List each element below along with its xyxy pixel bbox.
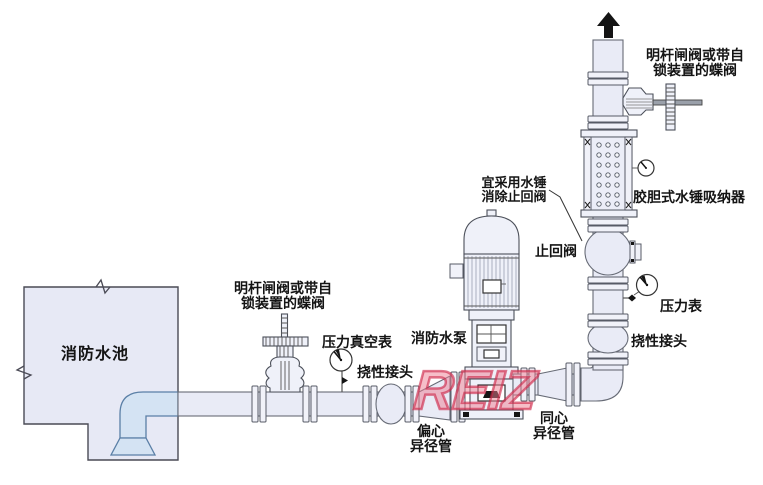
label-concentric-reducer: 同心 异径管 — [533, 410, 575, 441]
flange — [520, 367, 536, 402]
flange — [587, 276, 629, 291]
label-fire-pump: 消防水泵 — [411, 330, 467, 346]
valve-handwheel — [665, 83, 676, 131]
absorber-gauge-icon — [632, 159, 655, 177]
valve-bonnet — [622, 87, 654, 116]
motor-terminal-box — [449, 263, 464, 279]
fire-water-tank — [15, 278, 179, 461]
water-hammer-absorber — [580, 129, 655, 218]
label-absorber: 胶胆式水锤吸纳器 — [633, 189, 745, 205]
flow-arrow-icon — [597, 12, 620, 38]
pressure-gauge-icon — [623, 273, 659, 302]
motor-nameplate — [482, 279, 502, 294]
check-valve — [584, 228, 642, 276]
flange — [587, 71, 629, 86]
flange — [565, 362, 581, 407]
suction-line — [177, 313, 466, 425]
break-mark-left — [15, 365, 33, 380]
flange — [302, 385, 318, 423]
flange — [587, 115, 629, 130]
flange — [587, 351, 629, 366]
valve-stem-rod — [652, 99, 703, 106]
label-mid-valve: 明杆闸阀或带自 锁装置的蝶阀 — [234, 280, 332, 311]
flange — [587, 313, 629, 328]
label-hammer-note: 宜采用水锤 消除止回阀 — [481, 175, 547, 204]
label-pressure-gauge: 压力表 — [660, 298, 702, 314]
riser-line — [580, 39, 703, 371]
gate-valve-suction — [262, 313, 309, 393]
label-fire-tank: 消防水池 — [61, 346, 130, 363]
suction-bell-mouth — [109, 437, 157, 456]
leader-line-hammer-note — [548, 189, 583, 242]
fire-pump — [449, 209, 524, 420]
gate-valve-top — [622, 83, 703, 131]
break-mark-top — [95, 278, 111, 295]
label-flex-joint-suction: 挠性接头 — [357, 364, 413, 380]
flexible-joint-suction — [375, 383, 407, 425]
flange — [587, 218, 629, 233]
label-top-valve: 明杆闸阀或带自 锁装置的蝶阀 — [646, 47, 744, 78]
label-vacuum-gauge: 压力真空表 — [322, 334, 392, 350]
label-check-valve: 止回阀 — [535, 243, 577, 259]
label-eccentric-reducer: 偏心 异径管 — [410, 423, 452, 454]
absorber-bladder-dots — [596, 142, 620, 207]
vacuum-gauge-icon — [329, 348, 353, 392]
suction-pipe-in-tank — [109, 391, 179, 456]
pump-baseplate — [459, 409, 524, 420]
motor-lifting-lug — [486, 209, 497, 217]
eccentric-reducer — [418, 375, 451, 421]
motor-dome — [463, 215, 520, 255]
flange — [251, 385, 267, 423]
label-flex-joint-riser: 挠性接头 — [631, 333, 687, 349]
